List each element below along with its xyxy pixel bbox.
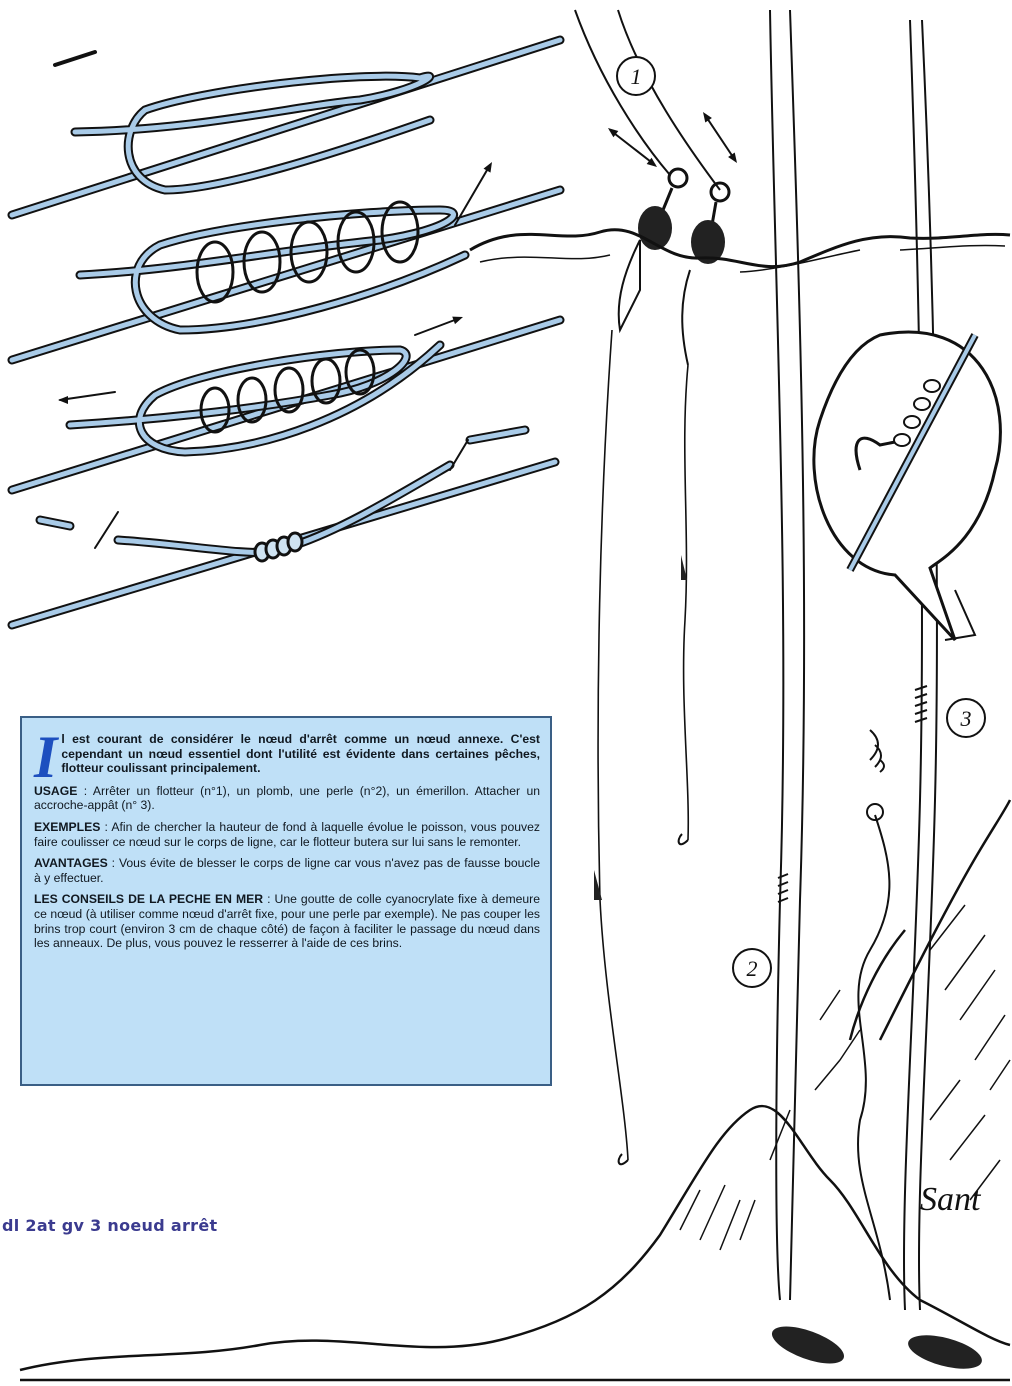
intro-text: l est courant de considérer le nœud d'ar… [61,732,540,775]
avantages-title: AVANTAGES [34,856,108,870]
image-caption: dl 2at gv 3 noeud arrêt [2,1216,217,1235]
usage-title: USAGE [34,784,77,798]
svg-text:3: 3 [960,706,972,731]
float-2 [679,183,729,844]
exemples-title: EXEMPLES [34,820,100,834]
knot-step-3 [12,318,560,490]
conseils-title: LES CONSEILS DE LA PECHE EN MER [34,892,263,906]
artist-signature: Sant [920,1181,982,1218]
label-2: 2 [733,949,771,987]
fishing-lines [575,10,937,1310]
conseils-paragraph: LES CONSEILS DE LA PECHE EN MER : Une go… [34,892,540,950]
usage-text: : Arrêter un flotteur (n°1), un plomb, u… [34,784,540,813]
rig-3-bait [858,730,890,1300]
knot-step-2 [12,165,560,360]
label-3: 3 [947,699,985,737]
avantages-paragraph: AVANTAGES : Vous évite de blesser le cor… [34,856,540,885]
label-1: 1 [617,57,655,95]
usage-paragraph: USAGE : Arrêter un flotteur (n°1), un pl… [34,784,540,813]
knot-step-4 [12,430,555,625]
svg-text:2: 2 [747,956,758,981]
drop-cap: I [34,732,57,782]
svg-text:1: 1 [631,64,642,89]
float-1 [594,169,687,1164]
avantages-text: : Vous évite de blesser le corps de lign… [34,856,540,885]
zoom-bubble [814,332,1001,640]
knot-step-1 [12,40,560,215]
sinker-2 [768,1319,849,1371]
exemples-text: : Afin de chercher la hauteur de fond à … [34,820,540,849]
sinker-3 [905,1329,986,1376]
exemples-paragraph: EXEMPLES : Afin de chercher la hauteur d… [34,820,540,849]
